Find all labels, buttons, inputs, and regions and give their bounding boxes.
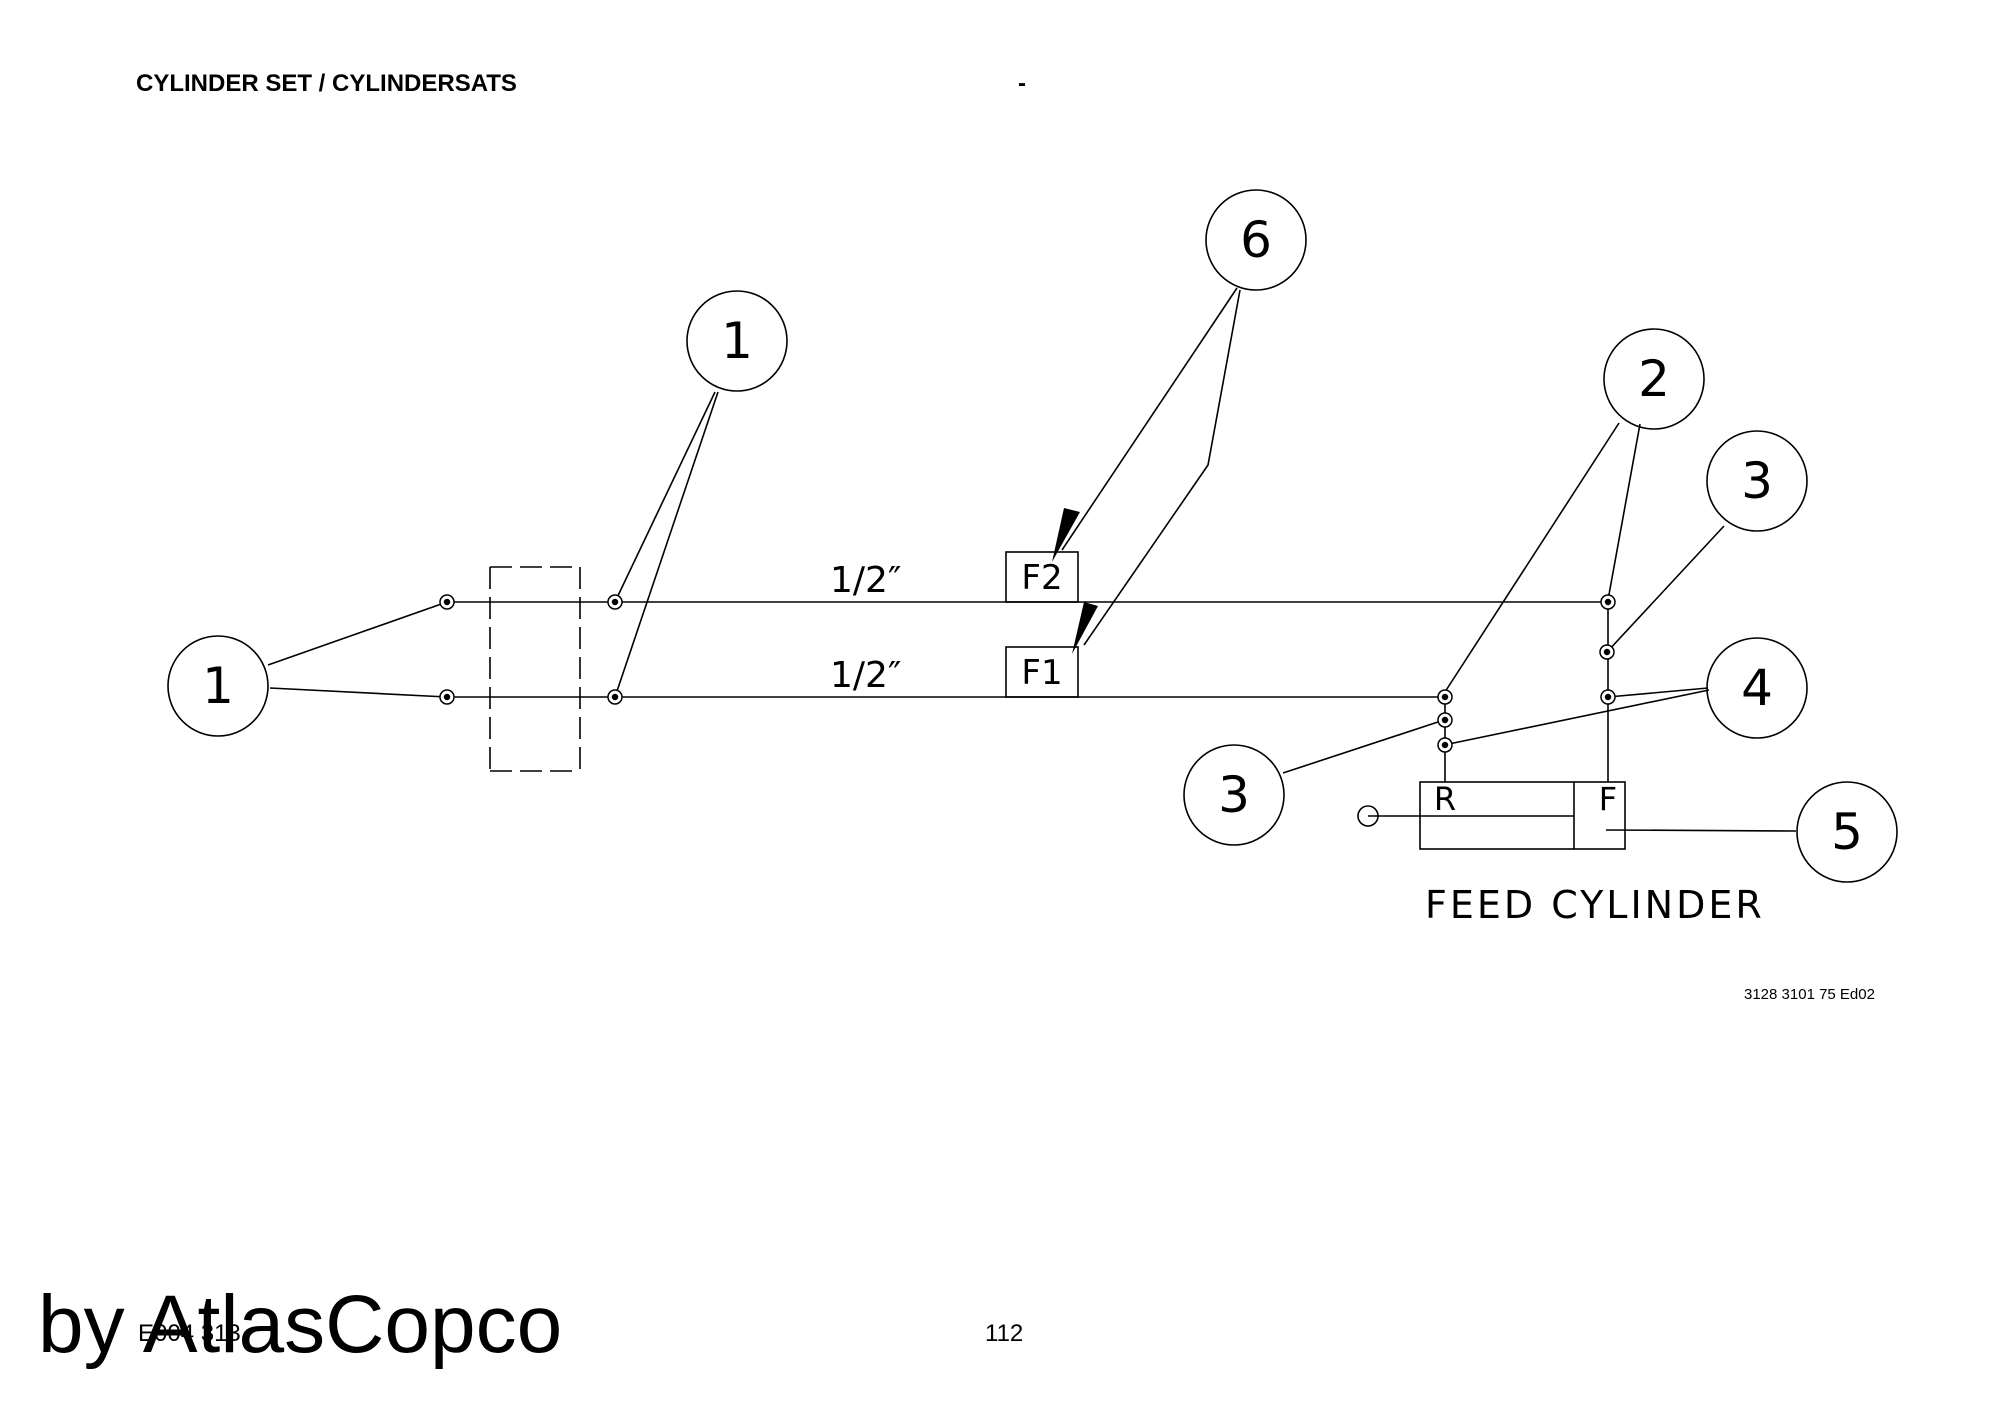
arrow-head-f2 [1052,508,1080,562]
leader-line [1607,687,1709,698]
leader-line [269,687,448,698]
feed-cylinder-label: FEED CYLINDER [1425,883,1765,927]
leader-line [614,391,716,603]
header-dash: - [1018,70,1026,97]
balloon-6-number: 6 [1240,211,1272,269]
connection-block-dashed [489,566,581,772]
hose-connection-point [607,594,623,610]
leader-line [1443,689,1710,746]
arrow-head-f1 [1072,602,1098,654]
fitting-f2-box [1005,551,1079,603]
hose-connection-point [1437,737,1453,753]
page-number: 112 [985,1320,1024,1347]
balloon-5-number: 5 [1831,803,1863,861]
leader-line [614,391,719,698]
hose-connection-point [1600,594,1616,610]
port-f-label: F [1599,780,1617,818]
hose-connection-point [607,689,623,705]
watermark-text: by AtlasCopco [38,1279,563,1370]
footer-code: E004 313 [138,1320,241,1347]
hose-connection-point [1437,712,1453,728]
leader-line [1282,719,1445,774]
pipe-size-label-upper: 1/2″ [830,560,901,601]
balloon-3-lower-number: 3 [1218,766,1250,824]
balloon-4-circle [1706,637,1808,739]
balloon-5-circle [1796,781,1898,883]
balloon-3-upper-circle [1706,430,1808,532]
balloon-2-number: 2 [1638,350,1670,408]
leader-line [1606,525,1725,653]
fitting-f1-label: F1 [1021,653,1062,693]
leader-line [267,601,448,666]
balloon-6-circle [1205,189,1307,291]
hose-connection-point [439,689,455,705]
pipe-size-label-lower: 1/2″ [830,655,901,696]
fitting-f1-box [1005,646,1079,698]
fitting-f2-label: F2 [1021,558,1062,598]
leader-line [1442,422,1620,696]
balloon-3-lower-circle [1183,744,1285,846]
leader-line [1083,289,1241,646]
balloon-2-circle [1603,328,1705,430]
feed-cylinder-rod-end [1357,805,1379,827]
drawing-number: 3128 3101 75 Ed02 [1744,986,1875,1003]
leader-line [1605,829,1797,832]
hose-connection-point [439,594,455,610]
hose-connection-point [1599,644,1615,660]
balloon-1-left-circle [167,635,269,737]
balloon-1-upper-circle [686,290,788,392]
port-r-label: R [1434,780,1456,818]
balloon-3-upper-number: 3 [1741,452,1773,510]
leader-line [1607,423,1641,601]
page-title: CYLINDER SET / CYLINDERSATS [136,70,517,97]
leader-line [1061,287,1238,551]
balloon-1-left-number: 1 [202,657,234,715]
balloon-1-upper-number: 1 [721,312,753,370]
balloon-4-number: 4 [1741,659,1773,717]
hose-connection-point [1437,689,1453,705]
hose-connection-point [1600,689,1616,705]
